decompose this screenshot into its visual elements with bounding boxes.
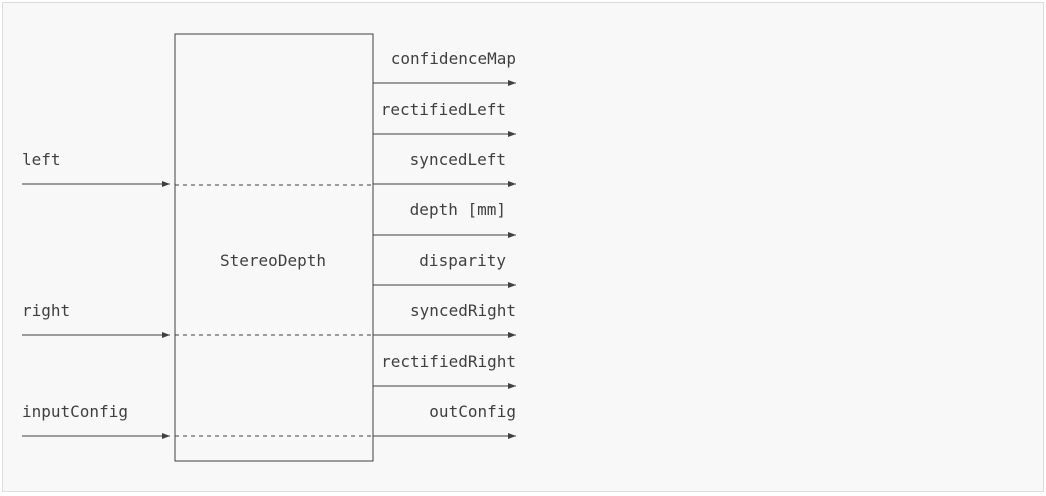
output-label-rectifiedright: rectifiedRight	[381, 352, 516, 371]
output-label-outconfig: outConfig	[429, 402, 516, 421]
input-label-inputconfig: inputConfig	[22, 402, 128, 421]
output-label-rectifiedleft: rectifiedLeft	[381, 100, 506, 119]
input-label-right: right	[22, 301, 70, 320]
output-label-syncedleft: syncedLeft	[410, 150, 506, 169]
output-label-disparity: disparity	[419, 251, 506, 270]
node-box	[174, 33, 374, 462]
node-name: StereoDepth	[220, 251, 326, 270]
output-label-confidencemap: confidenceMap	[391, 49, 516, 68]
output-label-depth: depth [mm]	[410, 200, 506, 219]
input-label-left: left	[22, 150, 61, 169]
output-label-syncedright: syncedRight	[410, 301, 516, 320]
